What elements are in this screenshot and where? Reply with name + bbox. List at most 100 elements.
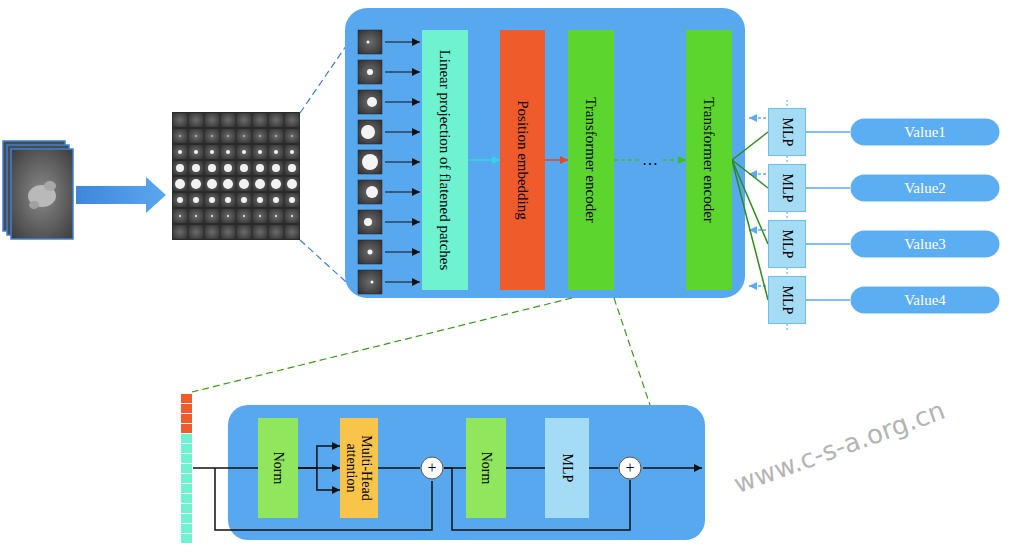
model-panel	[345, 8, 745, 298]
slice-tile	[253, 193, 268, 207]
value-output: Value3	[850, 230, 1000, 258]
slice-tile	[253, 177, 268, 191]
slice-tile	[285, 161, 300, 175]
nodule	[209, 197, 215, 203]
slice-tile	[205, 193, 220, 207]
nodule	[179, 215, 181, 217]
value-output: Value4	[850, 286, 1000, 314]
slice-tile	[253, 145, 268, 159]
token-cell	[181, 434, 192, 443]
node-label: Multi-Head attention	[344, 424, 375, 512]
image-patch	[358, 180, 382, 204]
nodule	[366, 186, 378, 198]
slice-tile	[269, 225, 284, 239]
nodule	[195, 135, 197, 137]
nodule	[274, 150, 278, 154]
zoom-line	[614, 298, 650, 405]
slice-tile	[237, 177, 252, 191]
nodule	[195, 215, 197, 217]
connector	[506, 468, 545, 469]
slice-tile	[221, 129, 236, 143]
feedback-arrow	[749, 229, 766, 231]
node-label: Norm	[270, 452, 285, 485]
node-label: Transformer encoder	[583, 97, 600, 223]
nodule	[177, 197, 183, 203]
norm-box: Norm	[258, 418, 298, 518]
norm-box: Norm	[466, 418, 506, 518]
slice-tile	[253, 113, 268, 127]
nodule	[275, 135, 277, 137]
nodule	[287, 179, 297, 189]
nodule	[272, 164, 280, 172]
token-cell	[181, 454, 192, 463]
slice-tile	[205, 145, 220, 159]
slice-tile	[221, 177, 236, 191]
value-output: Value1	[850, 118, 1000, 146]
slice-tile	[237, 225, 252, 239]
node-label: MLP	[559, 454, 574, 483]
input-wire	[193, 467, 258, 469]
slice-tile	[189, 161, 204, 175]
token-cell	[181, 524, 192, 533]
image-patch	[358, 210, 382, 234]
mlp-head-box: MLP	[768, 108, 806, 156]
nodule	[224, 164, 232, 172]
nodule	[362, 154, 378, 170]
image-patch	[358, 60, 382, 84]
nodule	[211, 215, 213, 217]
slice-tile	[285, 177, 300, 191]
token-cell	[181, 504, 192, 513]
slice-tile	[221, 113, 236, 127]
image-patch	[358, 150, 382, 174]
patch-arrow	[385, 191, 420, 192]
token-cell	[181, 484, 192, 493]
slice-tile	[173, 209, 188, 223]
nodule	[258, 150, 262, 154]
flow-arrow	[76, 177, 166, 213]
image-patch	[358, 90, 382, 114]
nodule	[256, 164, 264, 172]
slice-tile	[173, 225, 188, 239]
slice-tile	[173, 193, 188, 207]
slice-tile	[269, 145, 284, 159]
nodule	[223, 179, 233, 189]
nodule	[175, 179, 185, 189]
nodule	[240, 164, 248, 172]
nodule	[259, 215, 261, 217]
node-label: MLP	[779, 230, 794, 259]
nodule	[227, 215, 229, 217]
patch-arrow	[385, 251, 420, 252]
nodule	[225, 197, 231, 203]
slice-tile	[237, 129, 252, 143]
slice-tile	[237, 145, 252, 159]
connector	[806, 188, 850, 189]
slice-grid	[172, 112, 300, 240]
add-circle: +	[420, 456, 444, 480]
patch-arrow	[385, 71, 420, 72]
slice-tile	[205, 209, 220, 223]
slice-tile	[221, 225, 236, 239]
encoder-box: Transformer encoder	[686, 30, 732, 290]
nodule	[361, 125, 375, 139]
nodule	[368, 250, 373, 255]
slice-tile	[189, 145, 204, 159]
node-label: Value2	[904, 180, 946, 197]
slice-tile	[253, 161, 268, 175]
nodule	[207, 179, 217, 189]
nodule	[273, 197, 279, 203]
connector-line	[589, 467, 618, 469]
patch-arrow	[385, 221, 420, 222]
connector	[806, 244, 850, 245]
patch-arrow	[385, 281, 420, 282]
slice-tile	[269, 129, 284, 143]
encoder-box: Transformer encoder	[568, 30, 614, 290]
connector-line	[732, 160, 768, 300]
nodule	[367, 97, 377, 107]
nodule	[371, 281, 374, 284]
connector-line	[806, 299, 850, 301]
slice-tile	[269, 177, 284, 191]
image-patch	[358, 240, 382, 264]
ct-slice	[11, 149, 73, 239]
slice-tile	[173, 177, 188, 191]
nodule	[259, 135, 261, 137]
